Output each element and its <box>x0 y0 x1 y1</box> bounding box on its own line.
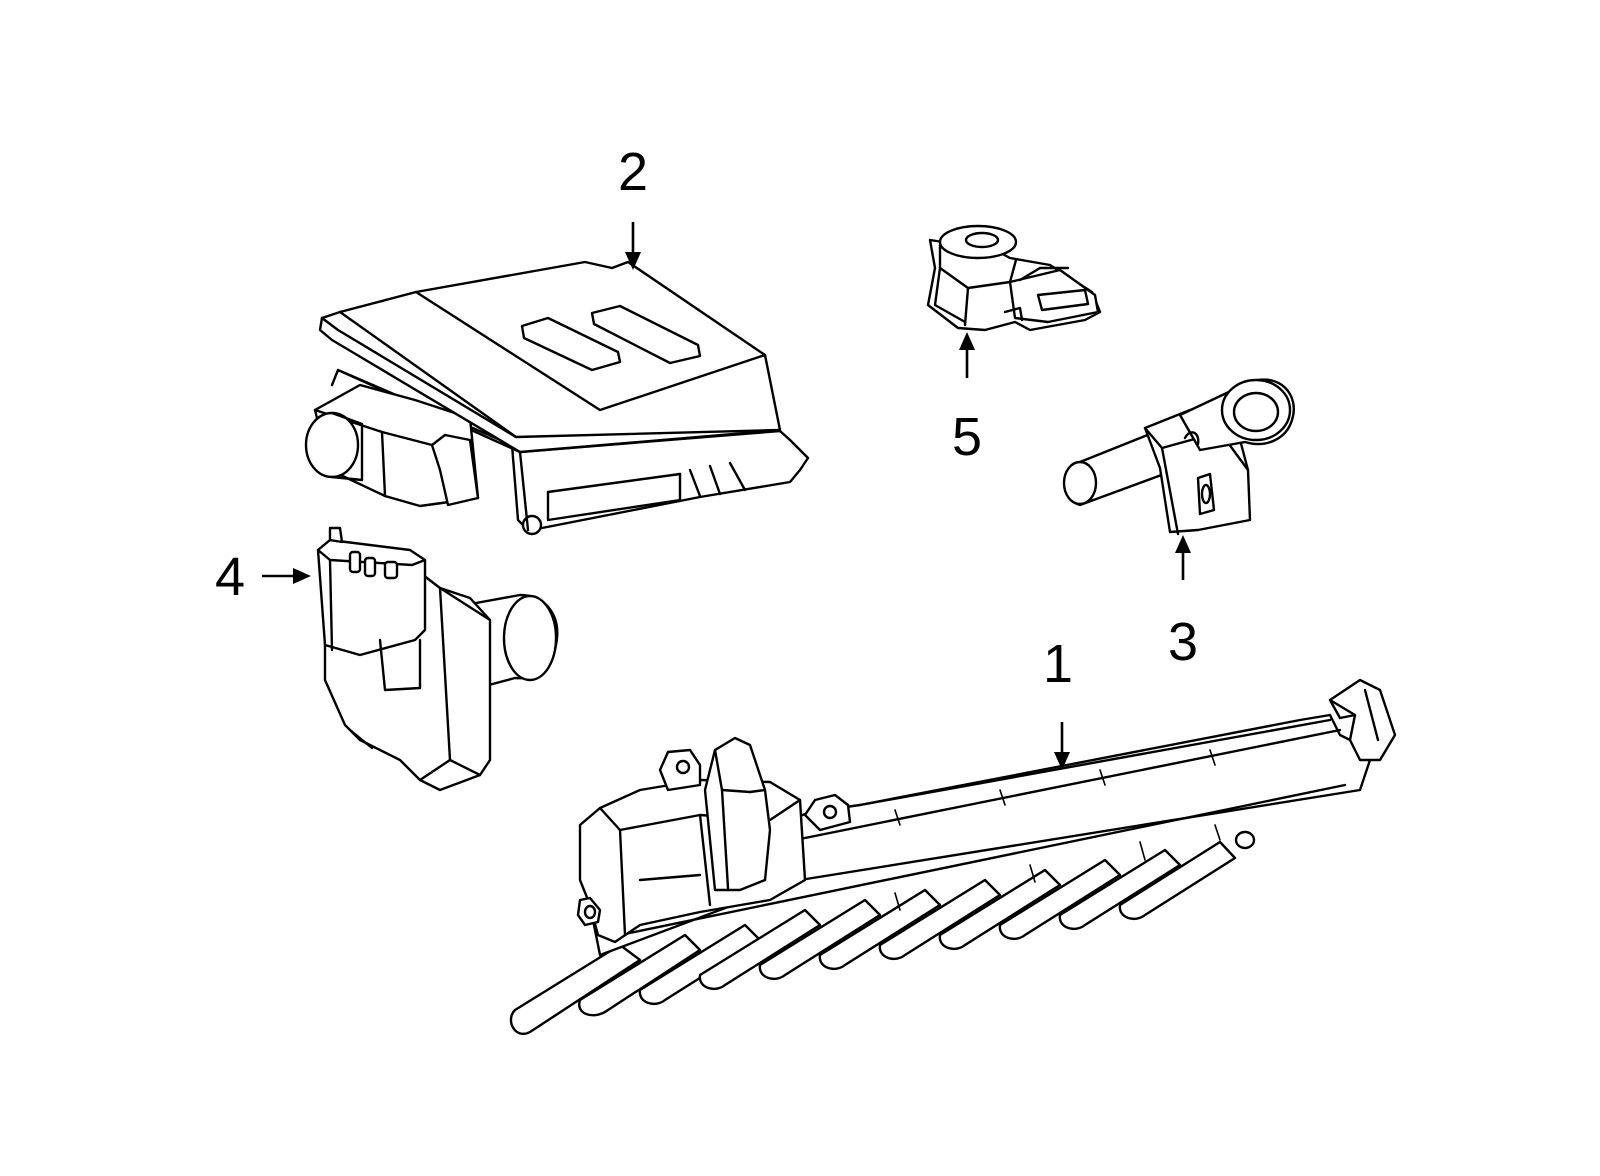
callout-5: 5 <box>952 407 982 467</box>
callout-1: 1 <box>1043 634 1073 694</box>
part-5-knock-sensor[interactable] <box>926 224 1102 332</box>
part-3-position-sensor[interactable] <box>1062 378 1295 536</box>
part-4-camshaft-sensor[interactable] <box>316 526 559 792</box>
callout-2: 2 <box>618 142 648 202</box>
part-2-control-module[interactable] <box>304 260 810 536</box>
rail-fins <box>578 840 1237 1017</box>
part-1-rail-assembly[interactable] <box>509 678 1397 1035</box>
callout-4: 4 <box>215 547 245 607</box>
callout-3: 3 <box>1168 612 1198 672</box>
callout-arrows <box>262 222 1191 770</box>
